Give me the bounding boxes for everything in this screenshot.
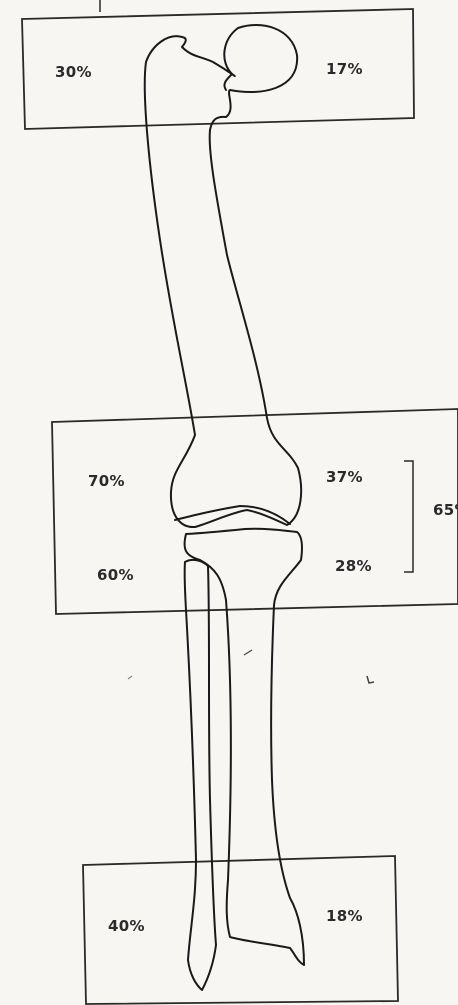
femur-bone bbox=[145, 25, 301, 527]
knee-upper-left-percent: 70% bbox=[88, 472, 125, 490]
hip-right-percent: 17% bbox=[326, 60, 363, 78]
ankle-right-percent: 18% bbox=[326, 907, 363, 925]
knee-upper-right-percent: 37% bbox=[326, 468, 363, 486]
knee-bracket bbox=[404, 461, 413, 572]
stray-mark bbox=[244, 650, 252, 655]
knee-bracket-total-percent: 65% bbox=[433, 501, 458, 519]
tibia-bone bbox=[185, 529, 304, 965]
knee-lower-right-percent: 28% bbox=[335, 557, 372, 575]
knee-lower-left-percent: 60% bbox=[97, 566, 134, 584]
ankle-left-percent: 40% bbox=[108, 917, 145, 935]
stray-mark bbox=[128, 676, 132, 679]
stray-mark bbox=[367, 676, 374, 683]
hip-left-percent: 30% bbox=[55, 63, 92, 81]
fibula-bone bbox=[185, 560, 216, 990]
